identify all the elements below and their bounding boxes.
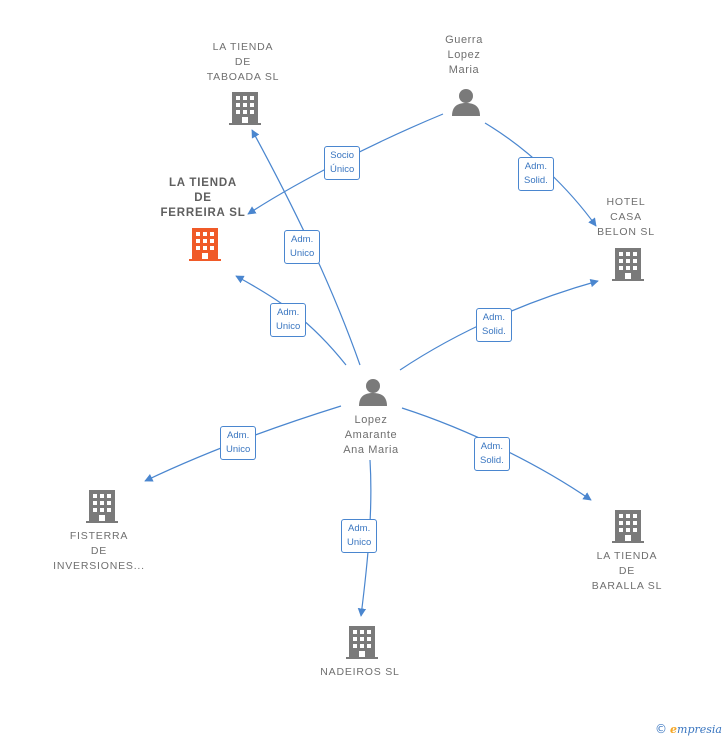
edge-label-lopez-taboada: Adm. Unico [284, 230, 321, 264]
edge-label-guerra-hotel: Adm. Solid. [518, 157, 554, 191]
person-icon [359, 379, 387, 406]
brand-name: mpresia [677, 723, 722, 736]
node-label-guerra[interactable]: Guerra Lopez Maria [445, 34, 483, 76]
building-icon [346, 626, 378, 659]
edge-label-lopez-ferreira: Adm. Unico [270, 303, 307, 337]
person-icon [452, 89, 480, 116]
edge-label-lopez-hotel: Adm. Solid. [476, 308, 512, 342]
building-icon [612, 510, 644, 543]
edge-label-lopez-fisterra: Adm. Unico [220, 426, 257, 460]
node-label-lopez-amarante[interactable]: Lopez Amarante Ana Maria [343, 414, 399, 456]
copyright-icon: © [655, 722, 668, 736]
node-label-nadeiros[interactable]: NADEIROS SL [320, 666, 400, 678]
node-label-tienda-ferreira[interactable]: LA TIENDA DE FERREIRA SL [160, 177, 246, 219]
edge-label-lopez-nadeiros: Adm. Unico [341, 519, 378, 553]
building-icon [612, 248, 644, 281]
building-icon [86, 490, 118, 523]
building-icon [189, 228, 221, 261]
node-label-hotel-casa-belon[interactable]: HOTEL CASA BELON SL [597, 196, 655, 238]
edge-label-guerra-ferreira: Socio Único [324, 146, 361, 180]
building-icon [229, 92, 261, 125]
brand-logo[interactable]: ©empresia [655, 722, 722, 736]
brand-e: e [670, 723, 678, 736]
edge-label-lopez-baralla: Adm. Solid. [474, 437, 510, 471]
node-label-tienda-baralla[interactable]: LA TIENDA DE BARALLA SL [591, 550, 663, 592]
node-label-fisterra[interactable]: FISTERRA DE INVERSIONES... [53, 530, 145, 572]
node-label-tienda-taboada[interactable]: LA TIENDA DE TABOADA SL [206, 41, 280, 83]
